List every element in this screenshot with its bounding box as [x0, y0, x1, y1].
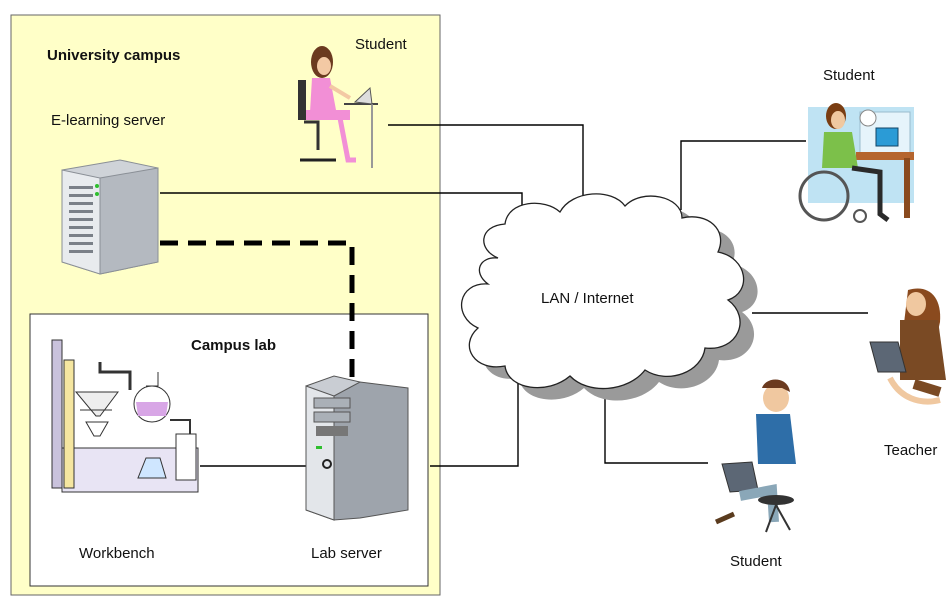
workbench-icon [51, 339, 199, 493]
link-wheelchair-cloud [680, 140, 806, 210]
cloud-icon [460, 193, 758, 401]
man-laptop-icon [714, 379, 796, 533]
tower-server-icon [305, 375, 409, 521]
connection-lines [160, 124, 868, 467]
teacher-label: Teacher [884, 442, 938, 459]
link-laptopstudent-cloud [604, 375, 708, 464]
link-labserver-cloud [430, 345, 519, 467]
campus-title: University campus [47, 47, 181, 64]
student-campus-label: Student [355, 36, 407, 53]
link-student-cloud [388, 124, 584, 205]
lab-title: Campus lab [191, 337, 277, 354]
lab-server-label: Lab server [311, 545, 382, 562]
wheelchair-user-icon [798, 103, 914, 223]
woman-laptop-icon [298, 46, 378, 168]
dashed-link-server-labserver [160, 240, 355, 378]
woman-laptop-teacher-icon [869, 288, 946, 405]
server-icon [61, 159, 159, 275]
student-wheelchair-label: Student [823, 67, 875, 84]
workbench-label: Workbench [79, 545, 155, 562]
network-label: LAN / Internet [541, 290, 634, 307]
student-laptop-label: Student [730, 553, 782, 570]
elearning-server-label: E-learning server [51, 112, 166, 129]
